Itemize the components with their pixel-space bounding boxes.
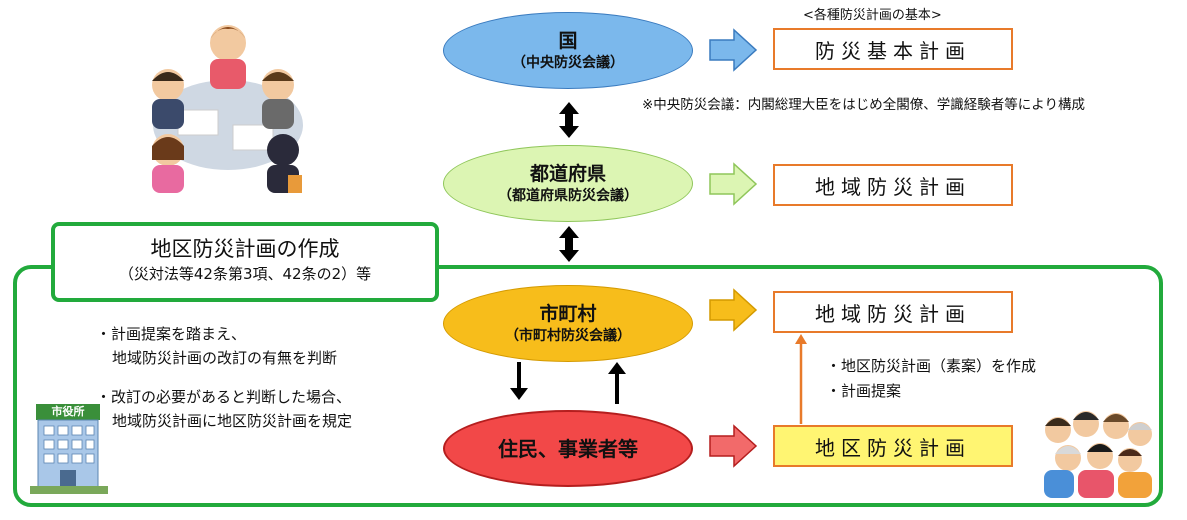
- double-arrow-national-prefecture: [559, 102, 579, 138]
- left-note-line1: ・計画提案を踏まえ、: [96, 325, 247, 343]
- double-arrow-prefecture-municipality: [559, 226, 579, 262]
- municipality-title: 市町村: [539, 302, 597, 325]
- prefecture-subtitle: （都道府県防災会議）: [498, 187, 638, 204]
- left-note-line3: ・改訂の必要があると判断した場合、: [96, 388, 352, 406]
- up-arrow-icon: [608, 362, 626, 404]
- proposal-arrow-icon: [795, 334, 807, 424]
- residents-crowd-illustration: [1044, 411, 1152, 498]
- basic-disaster-plan-label: 防災基本計画: [815, 38, 971, 63]
- municipality-regional-plan-label: 地域防災計画: [815, 301, 971, 326]
- district-frame: [13, 265, 1163, 507]
- left-note-line4: 地域防災計画に地区防災計画を規定: [112, 412, 353, 430]
- district-box-title: 地区防災計画の作成: [150, 237, 340, 261]
- arrow-to-prefecture-plan: [709, 162, 758, 206]
- right-note-line1: ・地区防災計画（素案）を作成: [826, 357, 1037, 375]
- municipality-ellipse: 市町村 （市町村防災会議）: [443, 285, 693, 362]
- district-box-subtitle: （災対法等42条第3項、42条の2）等: [118, 265, 372, 283]
- district-plan-label: 地区防災計画: [815, 435, 971, 460]
- national-title: 国: [558, 29, 578, 52]
- city-hall-icon: 市役所: [30, 404, 108, 496]
- municipality-regional-plan-box: 地域防災計画: [773, 291, 1013, 333]
- national-subtitle: （中央防災会議）: [512, 54, 624, 71]
- district-plan-creation-box: 地区防災計画の作成 （災対法等42条第3項、42条の2）等: [51, 222, 439, 302]
- prefecture-title: 都道府県: [529, 162, 606, 185]
- residents-title: 住民、事業者等: [498, 436, 638, 461]
- central-council-note: ※中央防災会議：内閣総理大臣をはじめ全閣僚、学識経験者等により構成: [642, 97, 1086, 113]
- arrow-to-district-plan: [709, 424, 758, 468]
- municipality-subtitle: （市町村防災会議）: [505, 327, 631, 344]
- national-ellipse: 国 （中央防災会議）: [443, 12, 693, 89]
- residents-ellipse: 住民、事業者等: [443, 410, 693, 487]
- prefecture-regional-plan-label: 地域防災計画: [815, 174, 971, 199]
- plans-basis-label: <各種防災計画の基本>: [803, 8, 942, 23]
- meeting-illustration: [152, 25, 303, 193]
- arrow-to-municipality-plan: [709, 288, 758, 332]
- arrow-to-basic-plan: [709, 28, 758, 72]
- city-hall-sign: 市役所: [36, 404, 100, 420]
- basic-disaster-plan-box: 防災基本計画: [773, 28, 1013, 70]
- prefecture-regional-plan-box: 地域防災計画: [773, 164, 1013, 206]
- prefecture-ellipse: 都道府県 （都道府県防災会議）: [443, 145, 693, 222]
- down-arrow-icon: [510, 362, 528, 400]
- right-note-line2: ・計画提案: [826, 382, 902, 400]
- district-plan-box: 地区防災計画: [773, 425, 1013, 467]
- left-note-line2: 地域防災計画の改訂の有無を判断: [112, 349, 338, 367]
